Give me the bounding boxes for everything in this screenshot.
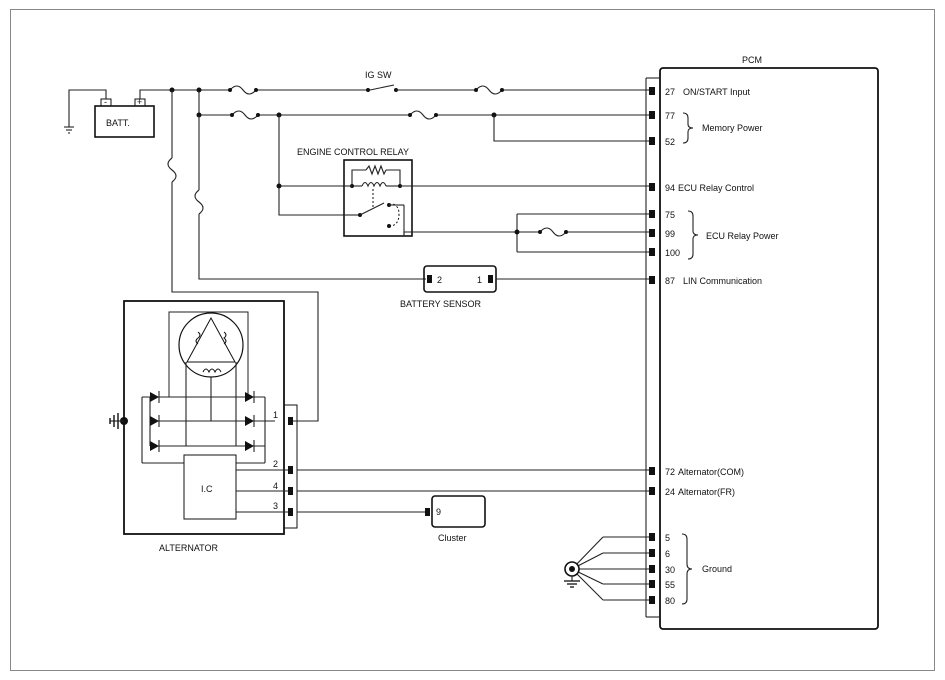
pin-77: 77 (665, 111, 675, 121)
ecu-relay-power-label: ECU Relay Power (706, 231, 779, 241)
ig-switch-label: IG SW (365, 70, 392, 80)
alternator-ic-box (183, 454, 237, 520)
pin-27-label: ON/START Input (683, 87, 751, 97)
ecu-relay-power-wires (514, 213, 649, 253)
pcm-box (659, 67, 879, 630)
pin-99: 99 (665, 229, 675, 239)
cluster-box (431, 495, 486, 528)
ground-label: Ground (702, 564, 732, 574)
memory-power-label: Memory Power (702, 123, 763, 133)
battery-sensor-box (423, 265, 497, 293)
relay-box (343, 159, 413, 237)
pcm-module: PCM (645, 55, 879, 630)
battery-sensor-label: BATTERY SENSOR (400, 299, 482, 309)
engine-control-relay: ENGINE CONTROL RELAY (297, 147, 649, 237)
pin-52: 52 (665, 137, 675, 147)
alternator-pin-2: 2 (273, 459, 278, 469)
pcm-pin-squares (649, 87, 655, 604)
cluster: 9 Cluster (425, 495, 486, 543)
alternator: ALTERNATOR 1 2 4 3 (109, 300, 318, 553)
pin-6: 6 (665, 549, 670, 559)
pin-55: 55 (665, 580, 675, 590)
alternator-pin-3: 3 (273, 501, 278, 511)
pin-87: 87 (665, 276, 675, 286)
pcm-pin-numbers: 27 77 52 94 75 99 100 87 72 24 5 6 30 55… (665, 87, 680, 606)
pin-80: 80 (665, 596, 675, 606)
cluster-pin-9: 9 (436, 507, 441, 517)
battery-sensor-pin-2: 2 (437, 275, 442, 285)
pcm-pin-labels: ON/START Input ECU Relay Control LIN Com… (678, 87, 762, 497)
pin-72: 72 (665, 467, 675, 477)
pin-30: 30 (665, 565, 675, 575)
alternator-ic-label: I.C (201, 484, 213, 494)
pcm-ground (564, 536, 649, 601)
pin-87-label: LIN Communication (683, 276, 762, 286)
engine-control-relay-label: ENGINE CONTROL RELAY (297, 147, 409, 157)
pin-94-label: ECU Relay Control (678, 183, 754, 193)
cluster-label: Cluster (438, 533, 467, 543)
pin-75: 75 (665, 210, 675, 220)
pin-94: 94 (665, 183, 675, 193)
battery-label: BATT. (106, 118, 130, 128)
battery-sensor-pin-1: 1 (477, 275, 482, 285)
pin-27: 27 (665, 87, 675, 97)
diagram-frame (10, 9, 935, 671)
battery-box (94, 105, 155, 138)
alternator-label: ALTERNATOR (159, 543, 219, 553)
pin-72-label: Alternator(COM) (678, 467, 744, 477)
battery-sensor: 2 1 BATTERY SENSOR (400, 265, 649, 309)
pcm-title: PCM (742, 55, 762, 65)
pin-24-label: Alternator(FR) (678, 487, 735, 497)
pin-5: 5 (665, 533, 670, 543)
alternator-pin-1: 1 (273, 410, 278, 420)
pcm-group-braces: Memory Power ECU Relay Power Ground (681, 112, 779, 605)
alternator-pin-4: 4 (273, 481, 278, 491)
alternator-signal-wires (297, 469, 649, 513)
power-wires: IG SW (167, 70, 649, 422)
pin-100: 100 (665, 248, 680, 258)
pin-24: 24 (665, 487, 675, 497)
battery: - + BATT. (64, 89, 172, 138)
battery-plus: + (137, 97, 142, 107)
battery-minus: - (104, 97, 107, 107)
